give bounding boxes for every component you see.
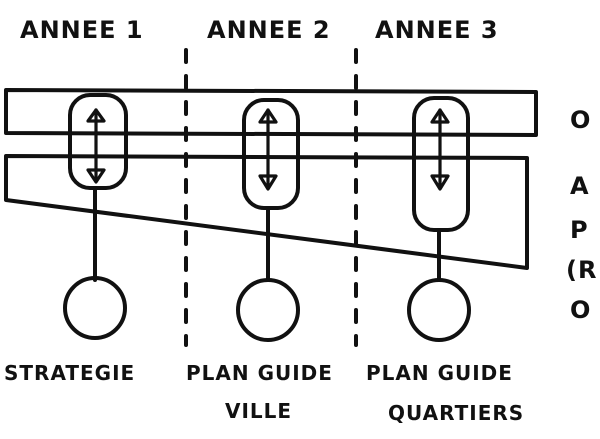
capsule-2 xyxy=(242,98,300,210)
side-note-1: O xyxy=(570,106,591,134)
side-note-4: (R xyxy=(566,256,597,284)
double-arrow-icon xyxy=(258,108,278,191)
phase-label-2-line1: PLAN GUIDE xyxy=(186,361,333,385)
year-label-3: ANNEE 3 xyxy=(375,16,499,44)
side-note-5: O xyxy=(570,296,591,324)
side-note-2: A xyxy=(570,172,590,200)
phase-circle-3 xyxy=(407,278,471,342)
phase-circle-1 xyxy=(63,276,127,340)
phase-circle-2 xyxy=(236,278,300,342)
phase-label-1: STRATEGIE xyxy=(4,361,135,385)
top-band xyxy=(4,88,538,137)
phase-label-3-line1: PLAN GUIDE xyxy=(366,361,513,385)
year-label-2: ANNEE 2 xyxy=(207,16,331,44)
year-label-1: ANNEE 1 xyxy=(20,16,144,44)
side-note-3: P xyxy=(570,216,589,244)
capsule-1 xyxy=(68,93,128,190)
double-arrow-icon xyxy=(86,108,106,184)
phase-label-3-line2: QUARTIERS xyxy=(388,401,524,425)
phase-label-2-line2: VILLE xyxy=(225,399,292,423)
tapering-band xyxy=(4,154,529,270)
double-arrow-icon xyxy=(430,108,450,191)
